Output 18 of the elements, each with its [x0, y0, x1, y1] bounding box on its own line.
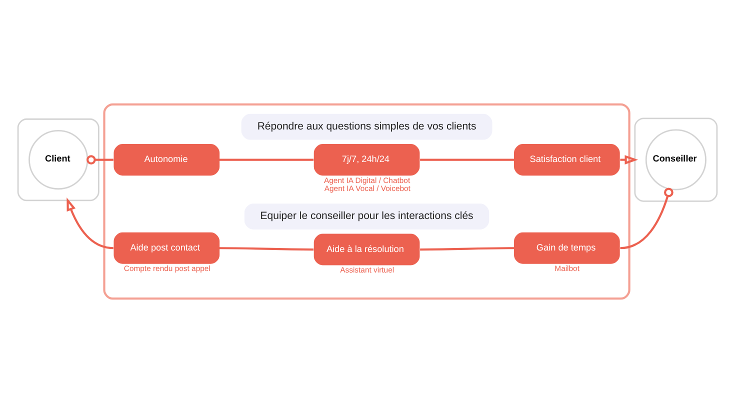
connector: [219, 247, 314, 251]
connector: [86, 155, 114, 164]
cluster: [17, 118, 100, 202]
arrow: [66, 197, 114, 250]
connector: [219, 158, 314, 161]
node-label: Mailbot: [554, 264, 580, 274]
node-label: Compte rendu post appel: [124, 264, 210, 274]
node-circle: Conseiller: [645, 129, 706, 190]
connector: [420, 158, 514, 161]
connector: [420, 247, 514, 251]
cluster: [103, 103, 630, 300]
arrow: [620, 155, 638, 164]
connector: [620, 188, 674, 250]
node-circle: Client: [28, 130, 88, 190]
node-label: Agent IA Vocal / Voicebot: [324, 184, 410, 194]
cluster: [634, 118, 718, 202]
node-label: Agent IA Digital / Chatbot: [324, 176, 410, 185]
node-label: Assistant virtuel: [340, 266, 394, 275]
